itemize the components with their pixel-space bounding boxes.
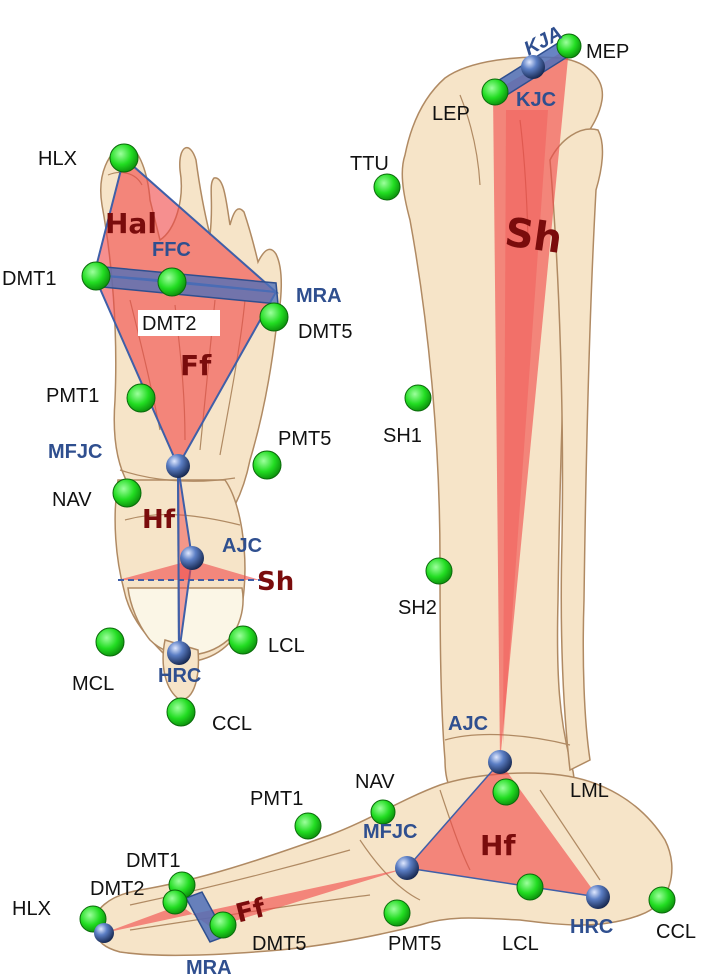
top-joint-label-ajc: AJC	[222, 535, 262, 557]
top-shank-segment	[118, 560, 260, 580]
side-label-lml: LML	[570, 780, 609, 802]
side-label-ccl: CCL	[656, 921, 696, 943]
side-joint-label-mra: MRA	[186, 957, 232, 979]
top-segment-label-sh: Sh	[257, 567, 294, 597]
top-marker-pmt5-icon	[252, 450, 282, 480]
top-joint-mfjc-icon	[166, 454, 190, 478]
side-marker-ttu-icon	[373, 173, 401, 201]
side-label-nav: NAV	[355, 771, 395, 793]
top-marker-hlx-icon	[109, 143, 139, 173]
side-joint-label-kjc: KJC	[516, 89, 556, 111]
top-joint-label-mfjc: MFJC	[48, 441, 102, 463]
top-marker-pmt1-icon	[126, 383, 156, 413]
side-joint-hrc-icon	[586, 885, 610, 909]
side-joint-label-mfjc: MFJC	[363, 821, 417, 843]
side-segment-label-sh: Sh	[502, 209, 565, 263]
top-label-nav: NAV	[52, 489, 92, 511]
side-label-dmt5: DMT5	[252, 933, 306, 955]
side-segment-label-hf: Hf	[480, 829, 516, 862]
side-marker-mep-icon	[556, 33, 582, 59]
top-marker-lcl-icon	[228, 625, 258, 655]
top-marker-mcl-icon	[95, 627, 125, 657]
side-forefoot-segment	[104, 868, 407, 933]
side-label-mep: MEP	[586, 41, 629, 63]
side-view-leg: Sh Hf Ff M	[12, 22, 696, 979]
top-joint-label-hrc: HRC	[158, 665, 201, 687]
side-marker-dmt5-icon	[209, 911, 237, 939]
side-joint-hlx-tip-icon	[94, 923, 114, 943]
top-label-dmt1: DMT1	[2, 268, 56, 290]
top-label-mcl: MCL	[72, 673, 114, 695]
side-marker-sh2-icon	[425, 557, 453, 585]
top-label-dmt5: DMT5	[298, 321, 352, 343]
top-marker-dmt5-icon	[259, 302, 289, 332]
side-marker-pmt5-icon	[383, 899, 411, 927]
side-joints	[94, 55, 610, 943]
top-label-pmt5: PMT5	[278, 428, 331, 450]
side-label-ttu: TTU	[350, 153, 389, 175]
top-marker-ccl-icon	[166, 697, 196, 727]
top-segment-label-ff: Ff	[180, 349, 212, 382]
side-marker-sh1-icon	[404, 384, 432, 412]
top-joint-ajc-icon	[180, 546, 204, 570]
side-marker-lcl-icon	[516, 873, 544, 901]
side-label-lep: LEP	[432, 103, 470, 125]
top-label-ccl: CCL	[212, 713, 252, 735]
top-segment-label-hal: Hal	[105, 207, 157, 240]
top-joint-hrc-icon	[167, 641, 191, 665]
top-label-hlx: HLX	[38, 148, 77, 170]
side-leg-segments	[104, 36, 599, 943]
top-marker-dmt2-icon	[157, 267, 187, 297]
side-label-pmt1: PMT1	[250, 788, 303, 810]
side-label-lcl: LCL	[502, 933, 539, 955]
top-marker-nav-icon	[112, 478, 142, 508]
top-marker-dmt1-icon	[81, 261, 111, 291]
top-label-dmt2: DMT2	[142, 313, 196, 335]
side-label-dmt1: DMT1	[126, 850, 180, 872]
top-joint-label-ffc: FFC	[152, 239, 191, 261]
side-joint-kjc-icon	[521, 55, 545, 79]
side-marker-nav-icon	[370, 799, 396, 825]
side-markers	[79, 33, 676, 939]
top-segment-label-hf: Hf	[142, 505, 176, 535]
top-label-pmt1: PMT1	[46, 385, 99, 407]
side-label-sh2: SH2	[398, 597, 437, 619]
side-label-sh1: SH1	[383, 425, 422, 447]
top-view-foot: Hal Ff Hf Sh HLX DMT1 DMT2 DMT5 PM	[2, 143, 352, 735]
side-marker-lep-icon	[481, 78, 509, 106]
top-joint-label-mra: MRA	[296, 285, 342, 307]
side-label-hlx: HLX	[12, 898, 51, 920]
side-hindfoot-segment	[407, 762, 598, 897]
side-joint-label-ajc: AJC	[448, 713, 488, 735]
side-shank-segment	[493, 48, 569, 762]
side-label-pmt5: PMT5	[388, 933, 441, 955]
side-label-dmt2: DMT2	[90, 878, 144, 900]
side-marker-pmt1-icon	[294, 812, 322, 840]
side-hindfoot-edge-b	[406, 867, 599, 898]
top-label-lcl: LCL	[268, 635, 305, 657]
top-joints	[166, 454, 204, 665]
side-marker-dmt2-icon	[162, 889, 188, 915]
top-hindfoot-axis	[177, 465, 180, 654]
side-joint-mfjc-icon	[395, 856, 419, 880]
top-label-dmt2-background	[138, 310, 220, 336]
side-marker-ccl-icon	[648, 886, 676, 914]
side-shank-inner-band	[503, 110, 548, 745]
side-joint-label-hrc: HRC	[570, 916, 613, 938]
side-joint-ajc-icon	[488, 750, 512, 774]
top-markers	[81, 143, 289, 727]
side-hindfoot-edge-a	[406, 761, 501, 869]
side-marker-lml-icon	[492, 778, 520, 806]
